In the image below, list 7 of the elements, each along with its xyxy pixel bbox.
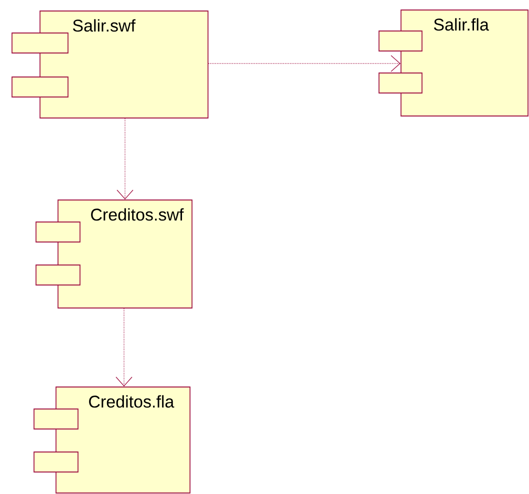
component-box: Creditos.swf [36, 200, 192, 308]
component-box: Salir.fla [378, 10, 528, 116]
component-box: Salir.swf [12, 10, 208, 118]
arrow [116, 118, 134, 200]
component-box: Creditos.fla [34, 386, 190, 494]
arrow [208, 55, 401, 72]
arrow [116, 308, 132, 387]
